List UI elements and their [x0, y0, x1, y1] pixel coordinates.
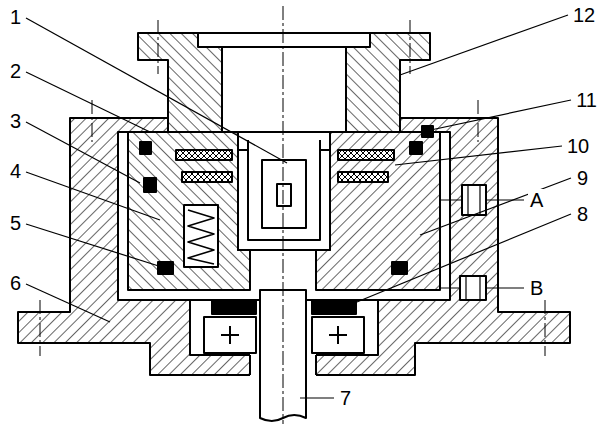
center-line	[283, 6, 284, 424]
coupling-key	[277, 184, 291, 206]
friction-ring	[338, 172, 388, 182]
callout-number: 4	[8, 160, 23, 182]
leader-line	[426, 100, 571, 131]
seal	[158, 262, 173, 274]
housing-cavity	[118, 132, 450, 300]
piston	[128, 132, 250, 290]
leader-line	[352, 214, 571, 304]
leader-line	[400, 15, 568, 75]
leader-line	[26, 18, 287, 163]
shaft-seal	[212, 300, 256, 314]
seal	[422, 126, 433, 137]
coupling-bore	[238, 132, 330, 250]
friction-ring	[182, 172, 232, 182]
callout-number: 12	[571, 4, 597, 26]
callout-number: 7	[338, 387, 353, 409]
friction-ring	[338, 150, 394, 160]
callout-number: 5	[8, 212, 23, 234]
spring-pocket	[184, 205, 218, 267]
shaft-seal	[312, 300, 356, 314]
port-label: A	[528, 189, 545, 211]
leader-line	[300, 397, 334, 398]
leader-line	[26, 72, 150, 132]
port-thread	[468, 185, 480, 215]
bearing-symbol	[221, 326, 347, 344]
friction-ring	[176, 150, 232, 160]
callout-number: 6	[8, 272, 23, 294]
callout-number: 11	[574, 89, 599, 111]
cap-recess	[198, 33, 370, 47]
top-cap	[138, 33, 430, 132]
coupling	[248, 140, 320, 240]
coupling-flange	[238, 150, 330, 250]
leader-line	[420, 178, 571, 235]
leader-line	[26, 284, 110, 322]
spring	[188, 210, 214, 264]
center-line	[40, 20, 545, 356]
seal	[140, 142, 151, 154]
callout-number: 8	[575, 203, 590, 225]
port-thread	[466, 276, 480, 300]
seal	[392, 262, 407, 274]
port-label: B	[528, 277, 545, 299]
leader-line	[486, 199, 524, 200]
callout-number: 1	[8, 6, 23, 28]
callout-number: 9	[575, 167, 590, 189]
leader-line	[26, 172, 160, 220]
seal	[410, 142, 422, 154]
cap-cup	[222, 47, 346, 132]
port-channel	[440, 200, 462, 288]
callout-number: 2	[8, 60, 23, 82]
leader-line	[26, 122, 140, 183]
port-fitting	[460, 276, 486, 300]
callout-number: 10	[565, 135, 591, 157]
leader-line	[486, 287, 524, 288]
leader-line	[395, 146, 562, 165]
coupling-block	[262, 160, 306, 228]
rotor	[316, 132, 440, 290]
seal	[144, 178, 156, 192]
callout-number: 3	[8, 110, 23, 132]
port-fitting	[462, 185, 486, 215]
leader-line	[26, 224, 165, 268]
